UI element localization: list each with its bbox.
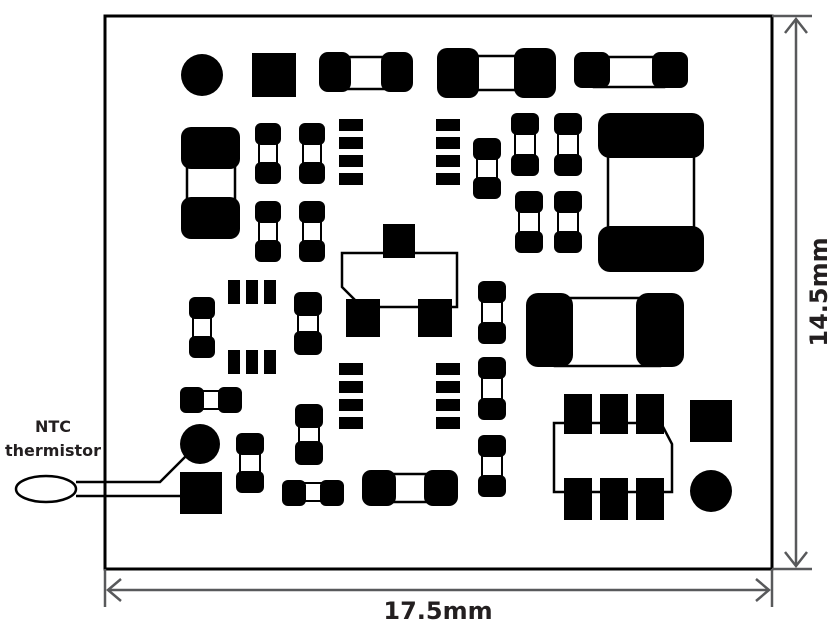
smd-capacitor-horizontal (437, 48, 556, 98)
ic-pin-row (339, 119, 363, 185)
height-dimension-label: 14.5mm (805, 237, 833, 346)
smd-resistor-vertical (255, 123, 281, 184)
thermistor-pad-square (180, 472, 222, 514)
smd-resistor-vertical (554, 191, 582, 253)
ic-pin-row (228, 280, 276, 304)
smd-resistor-vertical (294, 292, 322, 355)
height-dimension (772, 14, 812, 571)
ntc-thermistor-bead (14, 474, 78, 504)
smd-resistor-horizontal (574, 52, 688, 89)
test-pad-square (690, 400, 732, 442)
smd-resistor-vertical (299, 201, 325, 262)
ic-pin-row (339, 363, 363, 429)
test-pad-round (181, 54, 223, 96)
ntc-lead-upper (76, 447, 195, 484)
smd-capacitor-vertical (181, 127, 240, 239)
width-dimension-label: 17.5mm (383, 597, 492, 625)
smd-resistor-vertical (299, 123, 325, 184)
transistor-sot23 (340, 224, 459, 337)
test-pad-round (690, 470, 732, 512)
smd-resistor-vertical (478, 281, 506, 344)
smd-resistor-vertical (189, 297, 215, 358)
smd-resistor-vertical (255, 201, 281, 262)
smd-resistor-horizontal (180, 387, 242, 413)
smd-resistor-vertical (295, 404, 323, 465)
width-dimension (103, 569, 774, 607)
smd-inductor (598, 113, 704, 272)
smd-resistor-horizontal (362, 470, 458, 506)
ic-pin-row (436, 363, 460, 429)
smd-resistor-horizontal (282, 480, 344, 506)
smd-resistor-vertical (236, 433, 264, 493)
smd-resistor-horizontal (319, 52, 413, 92)
smd-resistor-vertical (478, 357, 506, 420)
smd-resistor-vertical (473, 138, 501, 199)
smd-resistor-vertical (515, 191, 543, 253)
ntc-label-line2: thermistor (5, 441, 101, 460)
ntc-label-line1: NTC (35, 417, 71, 436)
ic-pin-row (436, 119, 460, 185)
smd-resistor-vertical (478, 435, 506, 497)
test-pad-square (252, 53, 296, 97)
thermistor-pad-round (180, 424, 220, 464)
smd-resistor-vertical (554, 113, 582, 176)
smd-capacitor-horizontal (526, 293, 684, 368)
smd-resistor-vertical (511, 113, 539, 176)
ic-soic6 (552, 394, 674, 520)
ic-pin-row (228, 350, 276, 374)
board-outline (103, 14, 774, 571)
